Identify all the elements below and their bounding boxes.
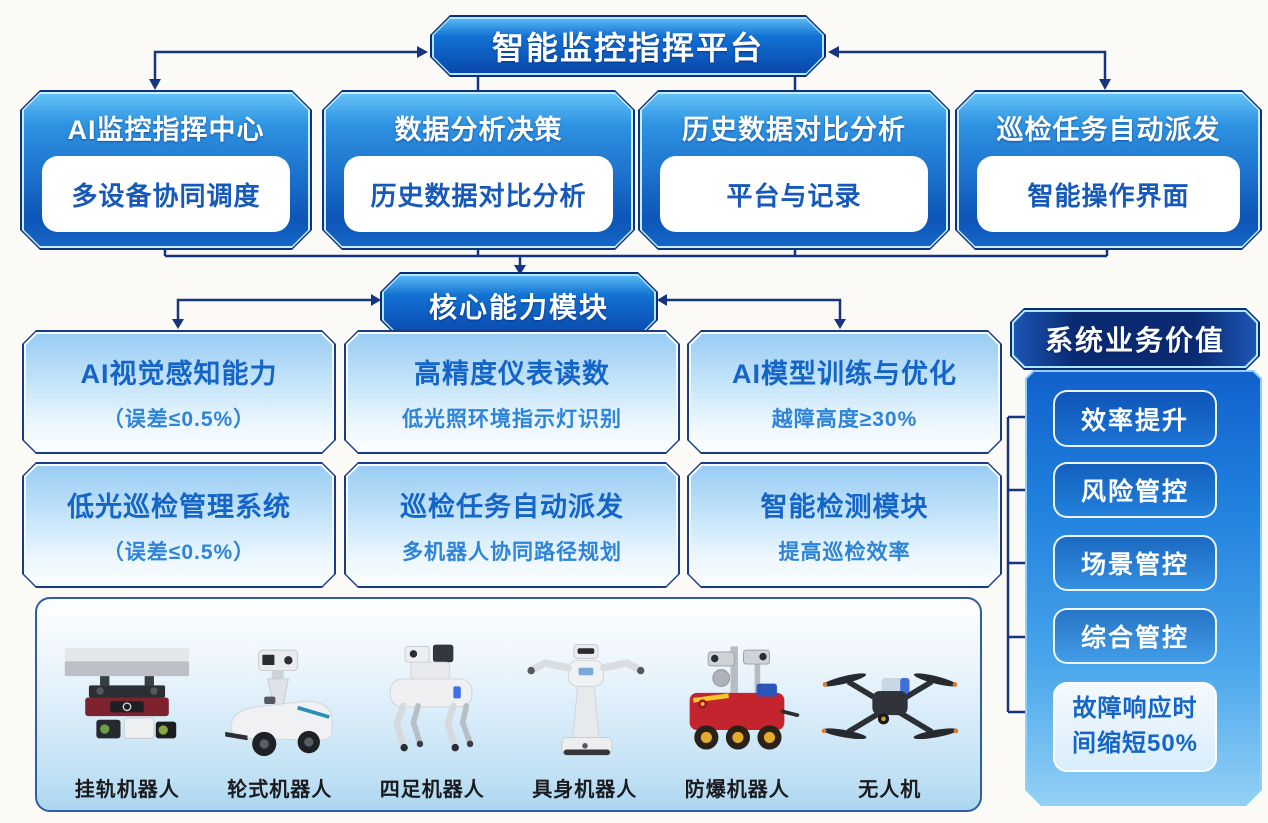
quadruped-robot-image <box>390 644 474 752</box>
top-module-task-dispatch: 巡检任务自动派发 智能操作界面 <box>955 90 1262 250</box>
top-module-title: 巡检任务自动派发 <box>996 114 1221 145</box>
value-item-risk: 风险管控 <box>1053 462 1217 518</box>
robot-cell-humanoid: 具身机器人 <box>509 611 662 802</box>
top-module-command-center: AI监控指挥中心 多设备协同调度 <box>20 90 312 250</box>
capability-subtitle: 低光照环境指示灯识别 <box>402 407 622 431</box>
capability-subtitle: 越障高度≥30% <box>771 407 918 431</box>
capability-title: 巡检任务自动派发 <box>400 491 624 522</box>
robot-gallery: 挂轨机器人 轮式机器人 <box>35 597 982 812</box>
top-module-detail: 平台与记录 <box>660 156 928 232</box>
top-module-history-compare: 历史数据对比分析 平台与记录 <box>638 90 950 250</box>
explosion-proof-robot-image <box>689 646 800 750</box>
capability-subtitle: 提高巡检效率 <box>778 540 911 564</box>
capability-title: 低光巡检管理系统 <box>67 491 291 522</box>
wheeled-robot-image <box>224 649 333 756</box>
robot-cell-explosion-proof: 防爆机器人 <box>661 611 814 802</box>
capability-task-dispatch: 巡检任务自动派发 多机器人协同路径规划 <box>344 462 680 588</box>
top-module-title: AI监控指挥中心 <box>67 114 265 145</box>
top-module-title: 数据分析决策 <box>394 114 563 145</box>
capability-title: AI模型训练与优化 <box>732 358 957 389</box>
robot-cell-drone: 无人机 <box>814 611 967 802</box>
drone-image <box>821 673 958 740</box>
robot-label: 防爆机器人 <box>684 779 790 801</box>
rail-robot-image <box>65 648 190 739</box>
platform-badge: 智能监控指挥平台 <box>430 15 826 77</box>
value-panel-badge: 系统业务价值 <box>1010 308 1260 370</box>
top-module-detail: 智能操作界面 <box>977 156 1240 232</box>
capability-title: AI视觉感知能力 <box>80 358 278 389</box>
top-module-title: 历史数据对比分析 <box>682 114 906 145</box>
capability-visual-perception: AI视觉感知能力 （误差≤0.5%） <box>22 330 336 454</box>
value-panel: 效率提升 风险管控 场景管控 综合管控 故障响应时间缩短50% <box>1025 370 1262 806</box>
robot-label: 四足机器人 <box>379 779 485 801</box>
robot-label: 具身机器人 <box>532 779 638 801</box>
value-item-scene: 场景管控 <box>1053 535 1217 591</box>
humanoid-robot-image <box>527 644 645 756</box>
top-module-detail: 多设备协同调度 <box>42 156 290 232</box>
robot-label: 轮式机器人 <box>227 779 333 801</box>
value-item-comprehensive: 综合管控 <box>1053 608 1217 664</box>
capability-model-training: AI模型训练与优化 越障高度≥30% <box>687 330 1002 454</box>
capability-title: 高精度仪表读数 <box>414 358 610 389</box>
capability-title: 智能检测模块 <box>760 491 929 522</box>
robot-cell-wheeled: 轮式机器人 <box>204 611 357 802</box>
capability-subtitle: 多机器人协同路径规划 <box>402 540 622 564</box>
capability-meter-reading: 高精度仪表读数 低光照环境指示灯识别 <box>344 330 680 454</box>
platform-badge-label: 智能监控指挥平台 <box>491 30 764 66</box>
capability-subtitle: （误差≤0.5%） <box>102 540 256 564</box>
robot-label: 无人机 <box>858 779 922 801</box>
robot-cell-quadruped: 四足机器人 <box>356 611 509 802</box>
core-capability-badge: 核心能力模块 <box>380 272 658 340</box>
value-item-fault-response: 故障响应时间缩短50% <box>1053 682 1217 772</box>
robot-label: 挂轨机器人 <box>74 779 180 801</box>
top-module-detail: 历史数据对比分析 <box>344 156 613 232</box>
robot-cell-rail: 挂轨机器人 <box>51 611 204 802</box>
top-module-data-analysis: 数据分析决策 历史数据对比分析 <box>322 90 635 250</box>
value-item-efficiency: 效率提升 <box>1053 390 1217 447</box>
capability-smart-detection: 智能检测模块 提高巡检效率 <box>687 462 1002 588</box>
value-panel-badge-label: 系统业务价值 <box>1044 325 1225 356</box>
capability-subtitle: （误差≤0.5%） <box>102 407 256 431</box>
capability-lowlight-management: 低光巡检管理系统 （误差≤0.5%） <box>22 462 336 588</box>
core-capability-badge-label: 核心能力模块 <box>428 292 609 323</box>
